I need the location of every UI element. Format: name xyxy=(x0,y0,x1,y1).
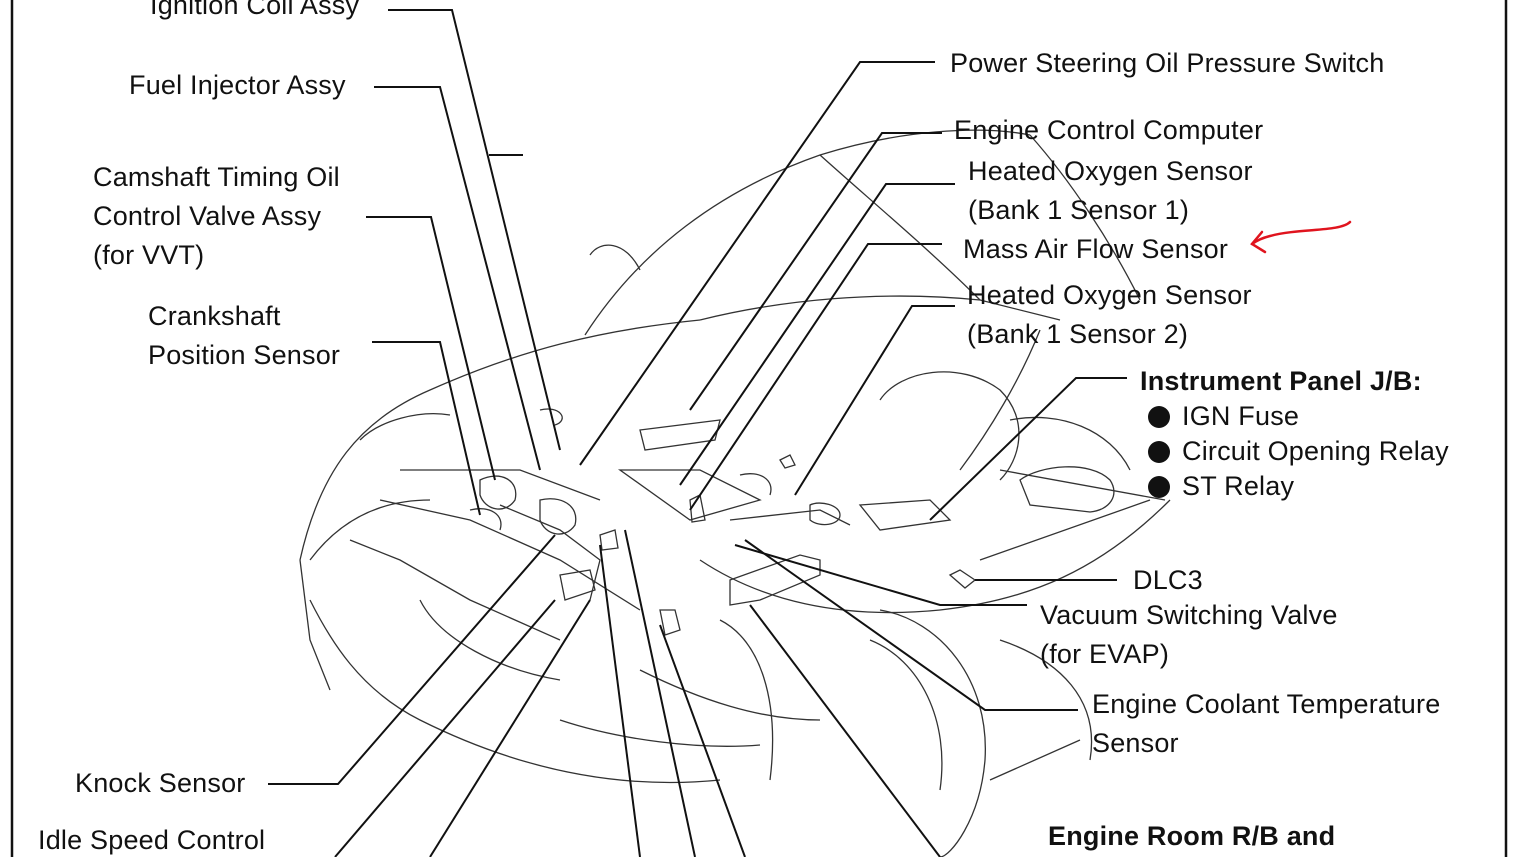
leader-ignition-coil xyxy=(388,9,561,451)
leader-knock-sensor xyxy=(268,534,556,785)
leader-engine-computer xyxy=(689,132,942,411)
instrument-panel-title: Instrument Panel J/B: xyxy=(1140,366,1422,396)
leader-mass-air-flow xyxy=(689,243,942,511)
leader-power-steering xyxy=(579,61,935,466)
leader-lower-1 xyxy=(599,544,641,857)
leader-oxygen-2 xyxy=(794,305,955,496)
leader-vacuum-valve xyxy=(734,544,1027,606)
car-outline xyxy=(299,129,1171,857)
bullet-icon xyxy=(1148,440,1170,463)
dlc3-label: DLC3 xyxy=(1133,565,1203,595)
idle-speed-control-label: Idle Speed Control xyxy=(38,825,266,855)
engine-computer-label: Engine Control Computer xyxy=(954,115,1264,145)
list-item: IGN Fuse xyxy=(1148,399,1449,434)
bullet-icon xyxy=(1148,405,1170,428)
power-steering-label: Power Steering Oil Pressure Switch xyxy=(950,48,1385,78)
annotation-arrow-icon xyxy=(1250,220,1352,254)
leader-idle-speed-2 xyxy=(429,599,591,857)
leader-lines xyxy=(268,9,1127,857)
leader-lower-2 xyxy=(624,529,696,857)
fuel-injector-label: Fuel Injector Assy xyxy=(129,70,346,100)
bullet-icon xyxy=(1148,475,1170,498)
leader-camshaft-valve xyxy=(366,216,496,481)
camshaft-valve-label: Camshaft Timing Oil Control Valve Assy (… xyxy=(93,162,340,270)
ignition-coil-label: Ignition Coil Assy xyxy=(150,0,360,20)
oxygen-sensor-2-label: Heated Oxygen Sensor (Bank 1 Sensor 2) xyxy=(967,280,1252,349)
list-item: ST Relay xyxy=(1148,469,1449,504)
crankshaft-sensor-label: Crankshaft Position Sensor xyxy=(148,301,341,370)
leader-oxygen-1 xyxy=(679,183,955,486)
leader-crankshaft-sensor xyxy=(372,341,481,516)
leader-idle-speed xyxy=(334,599,556,857)
leader-lower-3 xyxy=(659,624,746,857)
leader-instrument-panel xyxy=(929,377,1127,521)
knock-sensor-label: Knock Sensor xyxy=(75,768,246,798)
oxygen-sensor-1-label: Heated Oxygen Sensor (Bank 1 Sensor 1) xyxy=(968,156,1253,225)
leader-coolant-sensor xyxy=(744,539,1078,711)
list-item: Circuit Opening Relay xyxy=(1148,434,1449,469)
page-frame xyxy=(10,0,1508,857)
leader-fuel-injector xyxy=(374,86,541,471)
engine-room-label: Engine Room R/B and xyxy=(1048,821,1336,851)
coolant-sensor-label: Engine Coolant Temperature Sensor xyxy=(1092,689,1441,758)
mass-air-flow-label: Mass Air Flow Sensor xyxy=(963,234,1229,264)
leader-lower-4 xyxy=(749,604,941,857)
instrument-panel-label: Instrument Panel J/B: IGN Fuse Circuit O… xyxy=(1140,364,1449,504)
vacuum-valve-label: Vacuum Switching Valve (for EVAP) xyxy=(1040,600,1338,669)
